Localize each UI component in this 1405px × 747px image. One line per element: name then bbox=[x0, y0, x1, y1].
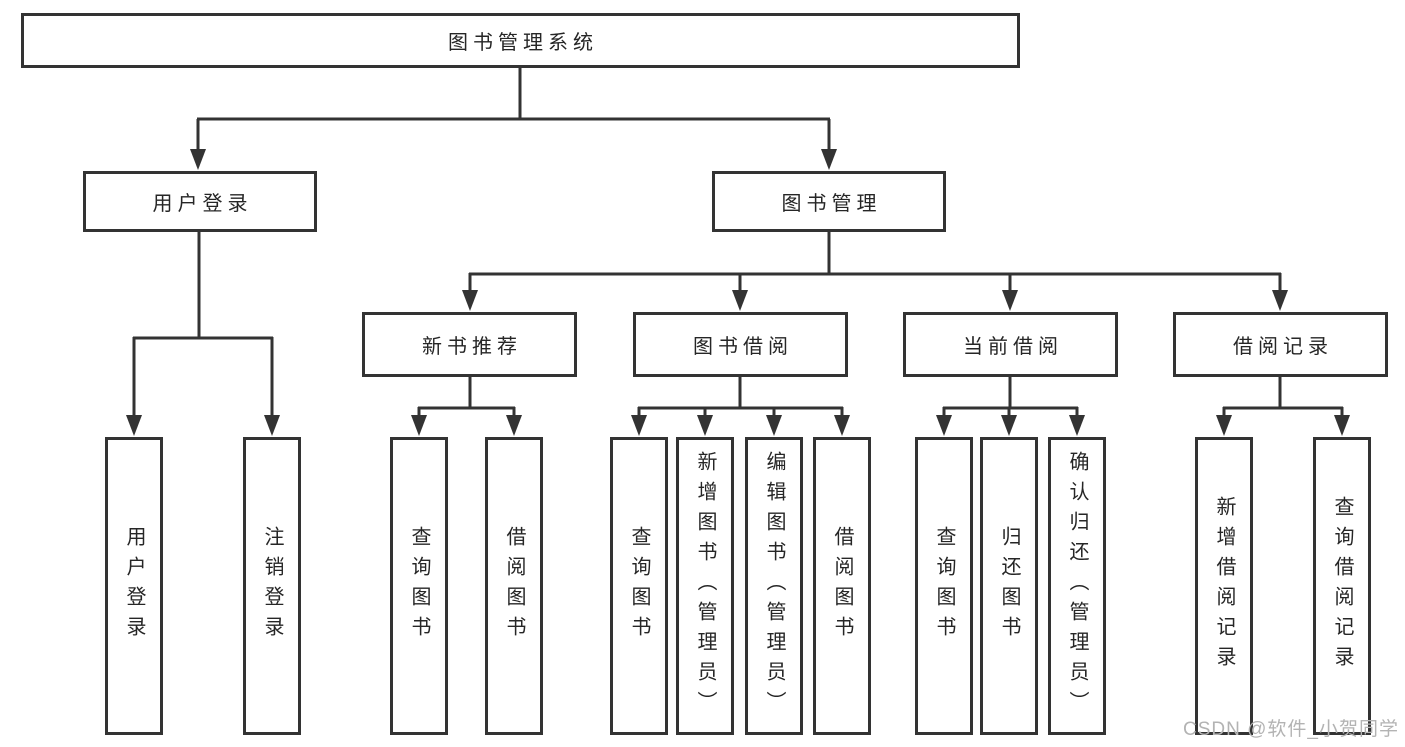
leaf-records-query-record: 查询借阅记录 bbox=[1313, 437, 1371, 735]
leaf-recommend-borrow-books: 借阅图书 bbox=[485, 437, 543, 735]
node-user-login: 用户登录 bbox=[83, 171, 317, 232]
node-book-borrow: 图书借阅 bbox=[633, 312, 848, 377]
leaf-records-add-record: 新增借阅记录 bbox=[1195, 437, 1253, 735]
leaf-logout: 注销登录 bbox=[243, 437, 301, 735]
leaf-borrow-query-books: 查询图书 bbox=[610, 437, 668, 735]
leaf-recommend-query-books: 查询图书 bbox=[390, 437, 448, 735]
node-borrow-records: 借阅记录 bbox=[1173, 312, 1388, 377]
node-root: 图书管理系统 bbox=[21, 13, 1020, 68]
node-new-book-recommend: 新书推荐 bbox=[362, 312, 577, 377]
watermark: CSDN @软件_小贺同学 bbox=[1183, 719, 1399, 740]
leaf-borrow-edit-books-admin: 编辑图书（管理员） bbox=[745, 437, 803, 735]
leaf-borrow-borrow-books: 借阅图书 bbox=[813, 437, 871, 735]
leaf-borrow-add-books-admin: 新增图书（管理员） bbox=[676, 437, 734, 735]
leaf-current-return-books: 归还图书 bbox=[980, 437, 1038, 735]
node-current-borrow: 当前借阅 bbox=[903, 312, 1118, 377]
leaf-current-query-books: 查询图书 bbox=[915, 437, 973, 735]
node-book-management: 图书管理 bbox=[712, 171, 946, 232]
leaf-current-confirm-return-admin: 确认归还（管理员） bbox=[1048, 437, 1106, 735]
leaf-user-login: 用户登录 bbox=[105, 437, 163, 735]
